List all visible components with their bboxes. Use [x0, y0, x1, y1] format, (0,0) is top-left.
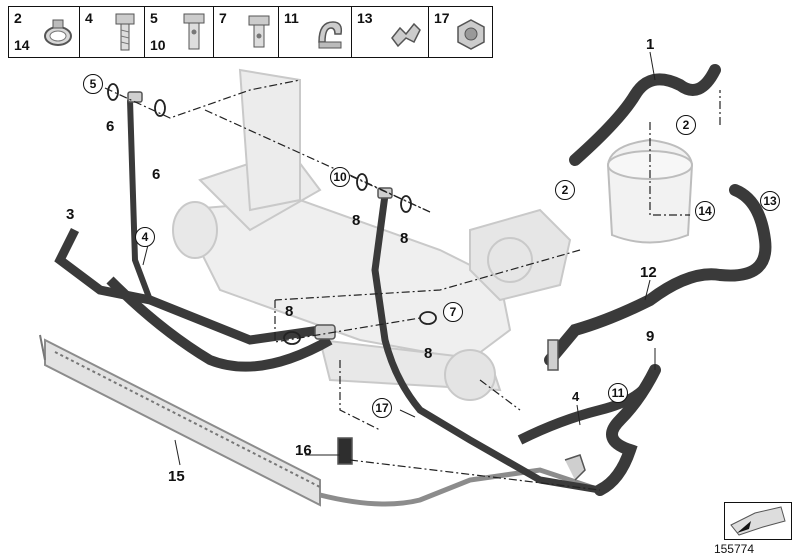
legend-number-top: 5 [150, 10, 158, 26]
label-part-6b: 6 [152, 166, 161, 183]
parts-legend: 2 14 4 5 10 7 [8, 6, 493, 58]
hose-13 [544, 184, 772, 366]
steering-rack-ghost [172, 68, 512, 401]
legend-cell-banjo: 5 10 [145, 7, 214, 57]
hex-bolt-icon [115, 13, 135, 51]
direction-indicator [724, 502, 792, 540]
label-part-8d: 8 [424, 345, 433, 362]
power-steering-pump-ghost [469, 208, 572, 302]
cooler-return-line [319, 467, 601, 507]
label-part-8b: 8 [400, 230, 409, 247]
leader-lines [104, 79, 721, 491]
legend-cell-nut: 17 [429, 7, 492, 57]
legend-cell-hollow-bolt: 7 [214, 7, 279, 57]
legend-cell-bracket: 11 [279, 7, 352, 57]
hose-3 [54, 227, 321, 345]
label-part-1: 1 [646, 36, 655, 53]
feed-line [127, 99, 153, 302]
spring-clip-icon [391, 22, 421, 48]
legend-number-bottom: 14 [14, 37, 30, 53]
callout-11: 11 [608, 383, 628, 403]
label-part-8c: 8 [285, 303, 294, 320]
hose-11 [517, 377, 655, 445]
callout-17: 17 [372, 398, 392, 418]
arrow-icon [730, 506, 786, 536]
legend-cell-clamp: 2 14 [9, 7, 80, 57]
label-part-15: 15 [168, 468, 185, 485]
label-part-4b: 4 [572, 389, 580, 404]
label-leaders [142, 51, 656, 466]
callout-2a: 2 [676, 115, 696, 135]
legend-cell-clip: 13 [352, 7, 429, 57]
legend-number-top: 4 [85, 10, 93, 26]
label-part-12: 12 [640, 264, 657, 281]
figure-number: 155774 [713, 542, 754, 556]
legend-number-top: 11 [284, 10, 299, 26]
hose-clamp-icon [44, 19, 72, 46]
legend-number-bottom: 10 [150, 37, 166, 53]
callout-10: 10 [330, 167, 350, 187]
label-part-6a: 6 [106, 118, 115, 135]
label-part-3: 3 [66, 206, 75, 223]
banjo-bolt-icon [183, 13, 205, 50]
callout-2b: 2 [555, 180, 575, 200]
hose-bracket-icon [318, 21, 343, 49]
callout-14: 14 [695, 201, 715, 221]
hose-3b [106, 276, 333, 372]
hose-1 [569, 64, 721, 166]
callout-5: 5 [83, 74, 103, 94]
label-part-8a: 8 [352, 212, 361, 229]
legend-number-top: 13 [357, 10, 373, 26]
legend-number-top: 7 [219, 10, 227, 26]
hex-nut-icon [457, 19, 485, 50]
callout-4: 4 [135, 227, 155, 247]
label-part-9: 9 [646, 328, 655, 345]
bracket-4 [564, 454, 586, 481]
oil-cooler [39, 334, 321, 507]
callout-7: 7 [443, 302, 463, 322]
legend-cell-bolt: 4 [80, 7, 145, 57]
label-part-16: 16 [295, 442, 312, 459]
legend-number-top: 2 [14, 10, 22, 26]
callout-13: 13 [760, 191, 780, 211]
pressure-line [371, 194, 601, 494]
hollow-bolt-icon [248, 15, 270, 48]
legend-number-top: 17 [434, 10, 450, 26]
